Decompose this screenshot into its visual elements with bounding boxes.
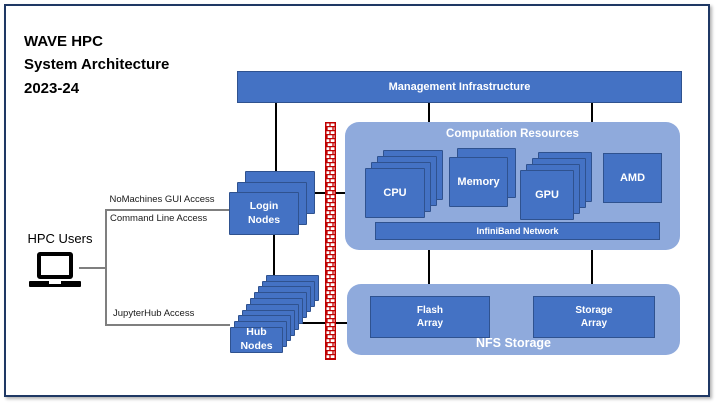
infiniband-network-label: InfiniBand Network <box>476 226 559 236</box>
laptop-notch <box>49 281 61 284</box>
login-nodes-stack: Login Nodes <box>229 171 315 235</box>
connector-mgmt-to-computation-left <box>428 103 430 122</box>
login-nodes-box: Login Nodes <box>229 192 299 235</box>
computation-resources-title: Computation Resources <box>446 128 579 140</box>
laptop-base <box>29 281 81 287</box>
cpu-box: CPU <box>365 168 425 218</box>
management-infrastructure-box: Management Infrastructure <box>237 71 682 103</box>
access-line-login <box>105 209 233 211</box>
gpu-label: GPU <box>535 189 559 201</box>
connector-mgmt-to-computation-right <box>591 103 593 122</box>
login-nodes-label: Login Nodes <box>247 199 281 226</box>
connector-mgmt-to-login <box>275 103 277 177</box>
brick-wall-firewall-icon <box>325 122 336 360</box>
laptop-screen <box>37 252 73 279</box>
memory-box: Memory <box>449 157 508 207</box>
storage-array-label: Storage Array <box>575 305 613 329</box>
gpu-stack: GPU <box>520 152 592 220</box>
hub-nodes-stack: Hub Nodes <box>230 274 319 353</box>
nomachines-access-label: NoMachines GUI Access <box>109 194 215 205</box>
diagram-title: WAVE HPC System Architecture 2023-24 <box>24 30 169 100</box>
storage-array-box: Storage Array <box>533 296 655 338</box>
nfs-storage-title: NFS Storage <box>475 336 551 350</box>
cpu-stack: CPU <box>365 150 443 218</box>
title-line-2: System Architecture <box>24 56 170 74</box>
connector-login-to-hub <box>273 235 275 278</box>
memory-label: Memory <box>457 176 500 188</box>
connector-computation-to-storage-right <box>591 250 593 284</box>
memory-stack: Memory <box>449 148 516 207</box>
access-line-trunk <box>105 209 107 326</box>
connector-computation-to-storage-left <box>428 250 430 284</box>
flash-array-label: Flash Array <box>416 305 444 329</box>
connector-hub-to-storage <box>294 322 347 324</box>
access-line-jupyterhub <box>105 324 230 326</box>
hub-nodes-box: Hub Nodes <box>230 326 283 353</box>
jupyterhub-access-label: JupyterHub Access <box>113 308 195 319</box>
title-line-1: WAVE HPC <box>24 33 103 50</box>
cpu-label: CPU <box>383 187 407 199</box>
flash-array-box: Flash Array <box>370 296 490 338</box>
hpc-users-label: HPC Users <box>27 231 93 246</box>
title-line-3: 2023-24 <box>24 79 80 97</box>
amd-label: AMD <box>619 172 646 184</box>
command-line-access-label: Command Line Access <box>110 213 208 224</box>
gpu-box: GPU <box>520 170 574 220</box>
infiniband-network-bar: InfiniBand Network <box>375 222 660 240</box>
hub-nodes-label: Hub Nodes <box>240 326 273 352</box>
amd-box: AMD <box>603 153 662 203</box>
access-line-user <box>79 267 106 269</box>
management-infrastructure-label: Management Infrastructure <box>388 81 531 93</box>
